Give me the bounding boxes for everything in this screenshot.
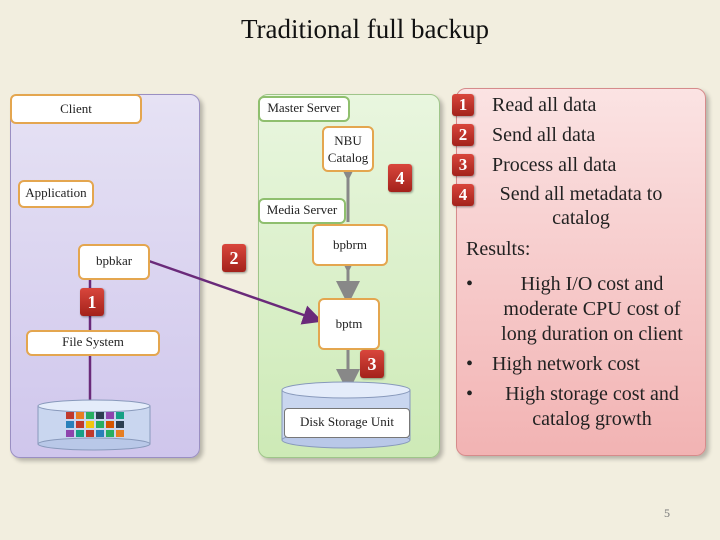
- step-badge-2: 2: [452, 124, 474, 146]
- step-badge-1: 1: [452, 94, 474, 116]
- result-bullet-3: •: [466, 383, 474, 405]
- step-3: 3 Process all data: [452, 152, 712, 182]
- result-1-line-1: High I/O cost and: [520, 273, 664, 295]
- summary-panel: [456, 88, 706, 456]
- diagram-badge-2: 2: [222, 244, 246, 272]
- result-text-1: High I/O cost and moderate CPU cost of l…: [492, 272, 692, 347]
- application-box: Application: [18, 180, 94, 208]
- slide-title: Traditional full backup: [241, 14, 489, 44]
- step-text-4: Send all metadata to catalog: [486, 182, 676, 230]
- result-bullet-1: •: [466, 273, 474, 295]
- page-number: 5: [664, 506, 670, 520]
- connector-bpbkar-bptm: [145, 258, 323, 325]
- disk-storage-unit-box: Disk Storage Unit: [284, 408, 410, 438]
- result-3-line-2: catalog growth: [532, 408, 652, 430]
- step-text-3: Process all data: [492, 154, 617, 176]
- result-bullet-2: •: [466, 353, 474, 375]
- step-4: 4 Send all metadata to catalog: [452, 182, 712, 232]
- diagram-badge-3: 3: [360, 350, 384, 378]
- step-badge-4: 4: [452, 184, 474, 206]
- master-server-label: Master Server: [258, 96, 350, 122]
- catalog-line-2: Catalog: [327, 150, 369, 165]
- client-label: Client: [10, 94, 142, 124]
- media-server-label: Media Server: [258, 198, 346, 224]
- steps-list: 1 Read all data 2 Send all data 3 Proces…: [452, 92, 712, 232]
- diagram-badge-1: 1: [80, 288, 104, 316]
- bptm-box: bptm: [318, 298, 380, 350]
- bpbrm-box: bpbrm: [312, 224, 388, 266]
- bpbkar-box: bpbkar: [78, 244, 150, 280]
- result-1-line-3: long duration on client: [501, 323, 683, 345]
- result-text-2: High network cost: [492, 353, 640, 375]
- step-1: 1 Read all data: [452, 92, 712, 122]
- step-2: 2 Send all data: [452, 122, 712, 152]
- step-badge-3: 3: [452, 154, 474, 176]
- step-text-2: Send all data: [492, 124, 596, 146]
- client-disk-icon: [37, 399, 151, 451]
- step-text-4-line-2: catalog: [552, 207, 610, 229]
- step-text-4-line-1: Send all metadata to: [499, 183, 663, 205]
- results-heading: Results:: [466, 238, 531, 260]
- nbu-catalog-box: NBU Catalog: [322, 126, 374, 172]
- diagram-badge-4: 4: [388, 164, 412, 192]
- result-text-3: High storage cost and catalog growth: [492, 382, 692, 432]
- result-1-line-2: moderate CPU cost of: [503, 298, 681, 320]
- step-text-1: Read all data: [492, 94, 597, 116]
- file-system-box: File System: [26, 330, 160, 356]
- catalog-line-1: NBU: [334, 133, 362, 148]
- result-3-line-1: High storage cost and: [505, 383, 679, 405]
